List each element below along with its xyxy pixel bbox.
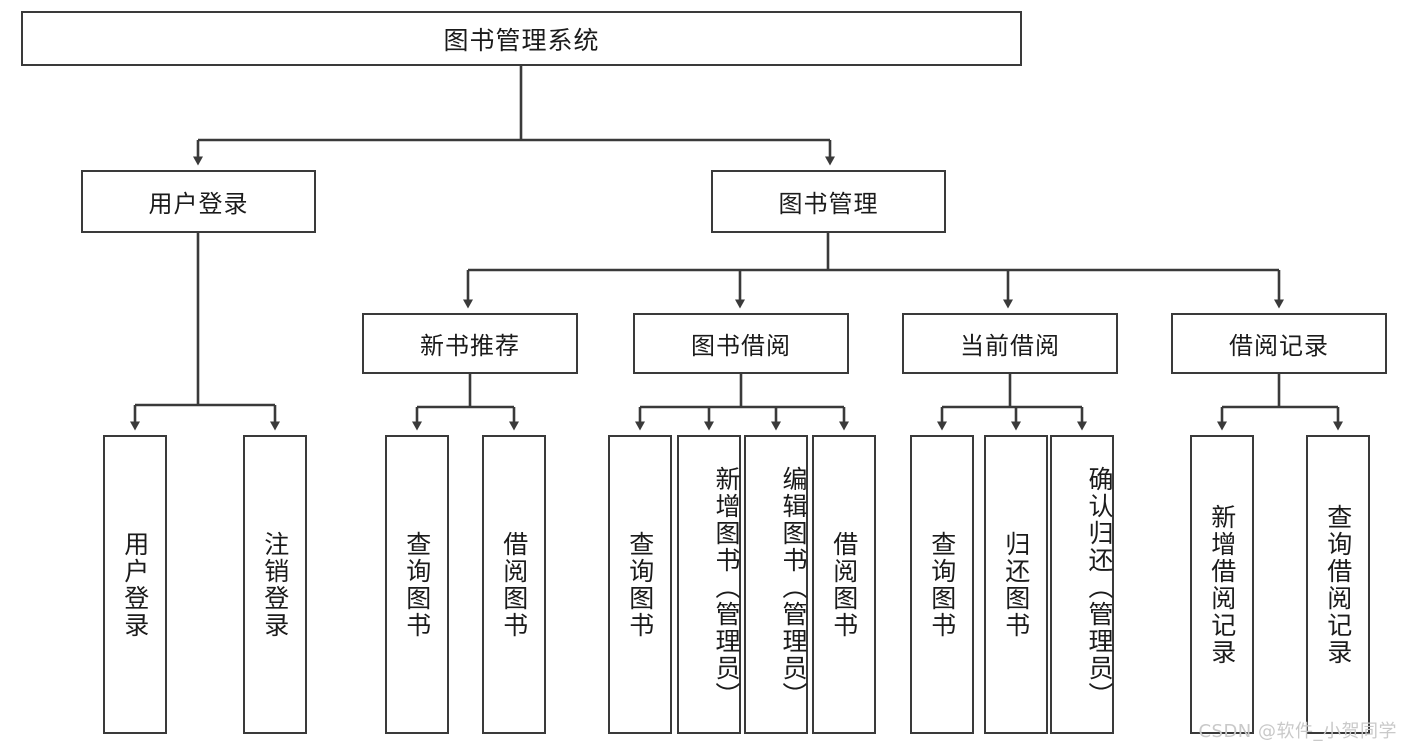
leaf-logout[interactable]: 注销登录 xyxy=(243,435,307,734)
node-label: 确认归还（管理员） xyxy=(1085,466,1114,709)
node-label: 归还图书 xyxy=(1001,530,1031,639)
leaf-query-books-recommendation[interactable]: 查询图书 xyxy=(385,435,449,734)
node-label: 查询借阅记录 xyxy=(1323,503,1353,666)
node-label: 借阅图书 xyxy=(829,530,859,639)
node-current-borrowing[interactable]: 当前借阅 xyxy=(902,313,1118,374)
leaf-borrow-books[interactable]: 借阅图书 xyxy=(812,435,876,734)
leaf-user-login[interactable]: 用户登录 xyxy=(103,435,167,734)
node-label: 查询图书 xyxy=(402,530,432,639)
node-book-borrowing[interactable]: 图书借阅 xyxy=(633,313,849,374)
node-label: 当前借阅 xyxy=(960,332,1060,360)
leaf-query-books-current[interactable]: 查询图书 xyxy=(910,435,974,734)
node-label: 注销登录 xyxy=(260,530,290,639)
leaf-add-book-admin[interactable]: 新增图书（管理员） xyxy=(677,435,741,734)
leaf-add-borrowing-record[interactable]: 新增借阅记录 xyxy=(1190,435,1254,734)
node-label: 用户登录 xyxy=(120,530,150,639)
node-label: 图书管理系统 xyxy=(443,25,600,55)
node-user-login[interactable]: 用户登录 xyxy=(81,170,316,233)
node-borrowing-records[interactable]: 借阅记录 xyxy=(1171,313,1387,374)
node-label: 图书管理 xyxy=(778,190,879,218)
node-label: 借阅图书 xyxy=(499,530,529,639)
leaf-query-borrowing-record[interactable]: 查询借阅记录 xyxy=(1306,435,1370,734)
node-book-management[interactable]: 图书管理 xyxy=(711,170,946,233)
node-new-book-recommendation[interactable]: 新书推荐 xyxy=(362,313,578,374)
node-label: 查询图书 xyxy=(625,530,655,639)
leaf-edit-book-admin[interactable]: 编辑图书（管理员） xyxy=(744,435,808,734)
watermark: CSDN @软件_小贺同学 xyxy=(1198,721,1397,742)
node-label: 编辑图书（管理员） xyxy=(779,466,808,709)
node-label: 新增借阅记录 xyxy=(1207,503,1237,666)
leaf-return-books[interactable]: 归还图书 xyxy=(984,435,1048,734)
node-label: 借阅记录 xyxy=(1229,332,1329,360)
node-label: 图书借阅 xyxy=(691,332,791,360)
node-label: 新增图书（管理员） xyxy=(712,466,741,709)
node-root-book-management-system[interactable]: 图书管理系统 xyxy=(21,11,1022,66)
node-label: 查询图书 xyxy=(927,530,957,639)
leaf-confirm-return-admin[interactable]: 确认归还（管理员） xyxy=(1050,435,1114,734)
node-label: 用户登录 xyxy=(148,190,249,218)
leaf-query-books-borrowing[interactable]: 查询图书 xyxy=(608,435,672,734)
leaf-borrow-books-recommendation[interactable]: 借阅图书 xyxy=(482,435,546,734)
node-label: 新书推荐 xyxy=(420,332,520,360)
